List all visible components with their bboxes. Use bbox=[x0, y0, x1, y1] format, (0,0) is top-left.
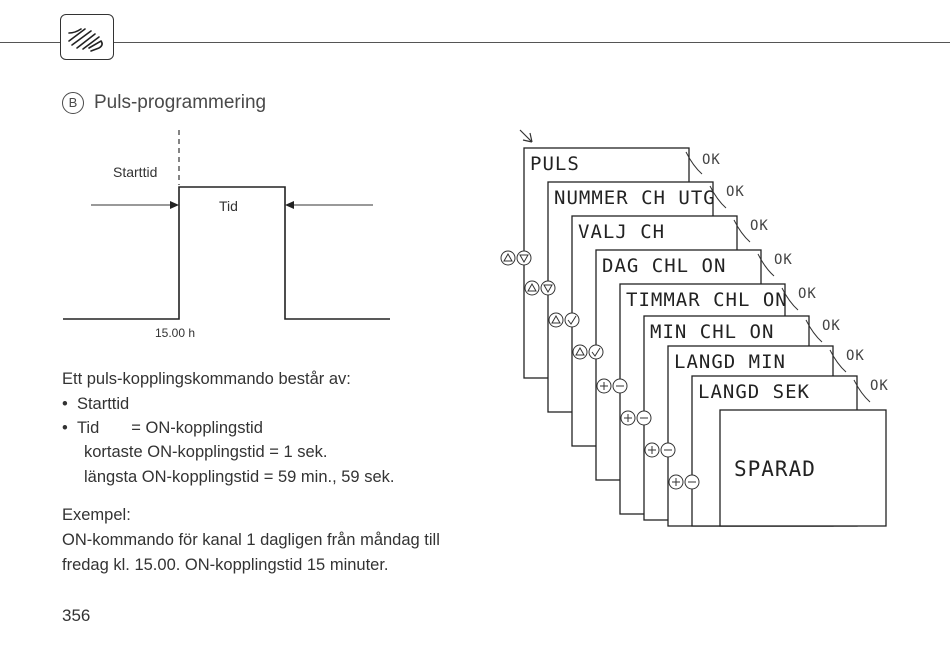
up-check-buttons bbox=[572, 344, 604, 360]
ok-label: OK bbox=[798, 286, 817, 302]
ok-arrow-icon bbox=[709, 185, 727, 209]
bullet-starttid-text: Starttid bbox=[76, 395, 130, 413]
time-label: Tid bbox=[219, 198, 238, 214]
screen-label: LANGD SEK bbox=[698, 381, 810, 403]
ok-label: OK bbox=[750, 218, 769, 234]
screen-label: TIMMAR CHL ON bbox=[626, 289, 788, 311]
ok-arrow-icon bbox=[853, 379, 871, 403]
bullet-tid-term: Tid bbox=[76, 419, 100, 437]
start-label: Starttid bbox=[113, 164, 157, 180]
ok-arrow-icon bbox=[757, 253, 775, 277]
min-time-text: kortaste ON-kopplingstid = 1 sek. bbox=[84, 443, 328, 461]
ok-arrow-icon bbox=[685, 151, 703, 175]
up-down-buttons bbox=[524, 280, 556, 296]
up-down-buttons bbox=[500, 250, 532, 266]
screen-label: DAG CHL ON bbox=[602, 255, 726, 277]
ok-arrow-icon bbox=[829, 349, 847, 373]
intro-text: Ett puls-kopplingskommando består av: bbox=[62, 370, 351, 388]
screen-label: MIN CHL ON bbox=[650, 321, 774, 343]
max-time-text: längsta ON-kopplingstid = 59 min., 59 se… bbox=[84, 468, 395, 486]
example-line-1: ON-kommando för kanal 1 dagligen från må… bbox=[62, 531, 440, 549]
ok-label: OK bbox=[870, 378, 889, 394]
bullet-tid: • Tid= ON-kopplingstid bbox=[62, 419, 263, 437]
ok-arrow-icon bbox=[781, 287, 799, 311]
screen-final-label: SPARAD bbox=[734, 457, 816, 481]
screen-label: PULS bbox=[530, 153, 580, 175]
plus-minus-buttons bbox=[644, 442, 676, 458]
screen-sparad: SPARAD bbox=[719, 409, 887, 527]
ok-arrow-icon bbox=[733, 219, 751, 243]
ok-label: OK bbox=[846, 348, 865, 364]
example-heading: Exempel: bbox=[62, 506, 131, 524]
screen-label: VALJ CH bbox=[578, 221, 665, 243]
pulse-diagram: Starttid Tid 15.00 h bbox=[63, 130, 390, 340]
section-marker: B bbox=[62, 92, 84, 114]
bullet-starttid: • Starttid bbox=[62, 395, 130, 413]
ok-label: OK bbox=[774, 252, 793, 268]
time-value: 15.00 h bbox=[155, 326, 195, 340]
example-line-2: fredag kl. 15.00. ON-kopplingstid 15 min… bbox=[62, 556, 389, 574]
screen-label: NUMMER CH UTG bbox=[554, 187, 716, 209]
pulse-waveform bbox=[63, 186, 390, 320]
ok-label: OK bbox=[822, 318, 841, 334]
entry-arrow-icon bbox=[519, 129, 533, 143]
up-check-buttons bbox=[548, 312, 580, 328]
plus-minus-buttons bbox=[668, 474, 700, 490]
screen-label: LANGD MIN bbox=[674, 351, 786, 373]
ok-label: OK bbox=[702, 152, 721, 168]
pointing-hand-icon bbox=[60, 14, 114, 60]
display-sequence: PULS OK NUMMER CH UTG OK VALJ CH OK DAG … bbox=[500, 129, 889, 527]
header-rule bbox=[0, 42, 950, 43]
ok-arrow-icon bbox=[805, 319, 823, 343]
section-title-text: Puls-programmering bbox=[94, 92, 267, 113]
section-title: B Puls-programmering bbox=[62, 92, 266, 114]
bullet-tid-def: = ON-kopplingstid bbox=[131, 419, 263, 437]
plus-minus-buttons bbox=[620, 410, 652, 426]
plus-minus-buttons bbox=[596, 378, 628, 394]
page-number: 356 bbox=[62, 606, 91, 625]
ok-label: OK bbox=[726, 184, 745, 200]
